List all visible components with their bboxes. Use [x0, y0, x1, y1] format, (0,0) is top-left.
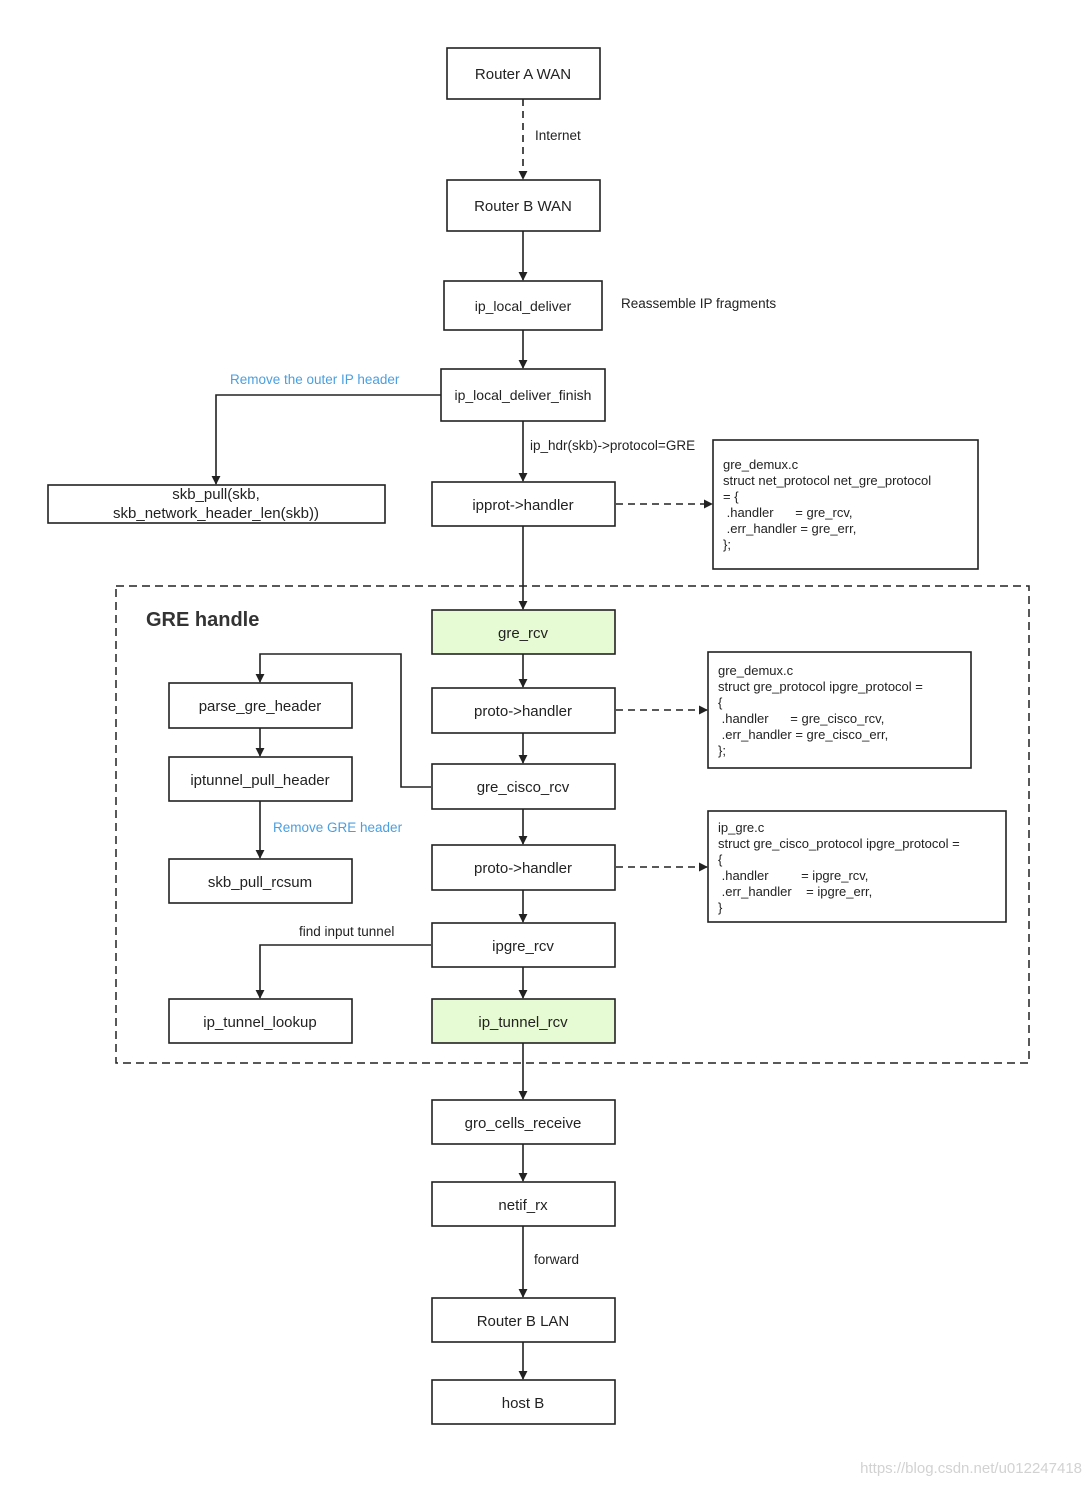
- svg-text:ip_tunnel_lookup: ip_tunnel_lookup: [203, 1014, 316, 1031]
- node-router-b-wan: Router B WAN: [446, 179, 601, 232]
- edge-label-protocol-gre: ip_hdr(skb)->protocol=GRE: [530, 438, 695, 453]
- svg-text:ipgre_rcv: ipgre_rcv: [492, 938, 554, 955]
- svg-text:{: {: [718, 695, 723, 710]
- node-proto-handler-2: proto->handler: [431, 844, 616, 891]
- svg-text:gre_demux.c: gre_demux.c: [718, 663, 794, 678]
- code-box-gre-cisco-protocol: ip_gre.c struct gre_cisco_protocol ipgre…: [707, 810, 1007, 923]
- code-box-net-gre-protocol: gre_demux.c struct net_protocol net_gre_…: [712, 439, 979, 570]
- gre-handle-title: GRE handle: [146, 609, 259, 631]
- svg-text:.err_handler = ipgre_err,: .err_handler = ipgre_err,: [718, 884, 872, 899]
- svg-text:= {: = {: [723, 489, 739, 504]
- node-ipprot-handler: ipprot->handler: [431, 481, 616, 527]
- svg-text:Router B WAN: Router B WAN: [474, 198, 572, 215]
- svg-text:struct net_protocol net_gre_pr: struct net_protocol net_gre_protocol: [723, 473, 931, 488]
- edge-label-remove-gre: Remove GRE header: [273, 820, 403, 835]
- svg-text:gro_cells_receive: gro_cells_receive: [465, 1115, 582, 1132]
- edge-finish-to-skb-pull: [211, 394, 441, 485]
- edge-label-find-tunnel: find input tunnel: [299, 924, 394, 939]
- node-parse-gre-header: parse_gre_header: [168, 682, 353, 729]
- svg-text:}: }: [718, 900, 723, 915]
- svg-text:skb_pull(skb,: skb_pull(skb,: [172, 486, 260, 503]
- node-iptunnel-pull-header: iptunnel_pull_header: [168, 756, 353, 802]
- svg-text:Router A WAN: Router A WAN: [475, 66, 571, 83]
- edge-ipgre-to-lookup: [255, 944, 431, 999]
- svg-text:proto->handler: proto->handler: [474, 860, 572, 877]
- node-skb-pull: skb_pull(skb, skb_network_header_len(skb…: [47, 484, 386, 524]
- svg-text:};: };: [718, 743, 726, 758]
- svg-text:ipprot->handler: ipprot->handler: [472, 497, 573, 514]
- code-box-ipgre-protocol: gre_demux.c struct gre_protocol ipgre_pr…: [707, 651, 972, 769]
- node-router-a-wan: Router A WAN: [446, 47, 601, 100]
- edge-label-forward: forward: [534, 1252, 579, 1267]
- svg-text:gre_cisco_rcv: gre_cisco_rcv: [477, 779, 570, 796]
- svg-text:ip_tunnel_rcv: ip_tunnel_rcv: [478, 1014, 568, 1031]
- svg-text:struct gre_protocol ipgre_prot: struct gre_protocol ipgre_protocol =: [718, 679, 923, 694]
- svg-text:{: {: [718, 852, 723, 867]
- svg-text:host B: host B: [502, 1395, 545, 1412]
- svg-text:proto->handler: proto->handler: [474, 703, 572, 720]
- node-netif-rx: netif_rx: [431, 1181, 616, 1227]
- node-ip-local-deliver: ip_local_deliver: [443, 280, 603, 331]
- node-ip-tunnel-rcv: ip_tunnel_rcv: [431, 998, 616, 1044]
- edges: [211, 99, 713, 1380]
- svg-text:Router B LAN: Router B LAN: [477, 1313, 570, 1330]
- svg-text:.handler = gre_rcv,: .handler = gre_rcv,: [723, 505, 852, 520]
- node-router-b-lan: Router B LAN: [431, 1297, 616, 1343]
- svg-text:ip_local_deliver: ip_local_deliver: [475, 298, 572, 314]
- svg-text:struct gre_cisco_protocol ipgr: struct gre_cisco_protocol ipgre_protocol…: [718, 836, 960, 851]
- node-ip-tunnel-lookup: ip_tunnel_lookup: [168, 998, 353, 1044]
- node-ipgre-rcv: ipgre_rcv: [431, 922, 616, 968]
- node-ip-local-deliver-finish: ip_local_deliver_finish: [440, 368, 606, 422]
- edge-label-remove-outer: Remove the outer IP header: [230, 372, 400, 387]
- node-gre-cisco-rcv: gre_cisco_rcv: [431, 763, 616, 810]
- svg-text:netif_rx: netif_rx: [498, 1197, 548, 1214]
- gre-handle-region: [115, 585, 1030, 1064]
- edge-label-internet: Internet: [535, 128, 581, 143]
- svg-text:ip_local_deliver_finish: ip_local_deliver_finish: [455, 387, 592, 403]
- svg-text:.err_handler = gre_err,: .err_handler = gre_err,: [723, 521, 856, 536]
- svg-text:.err_handler = gre_cisco_err,: .err_handler = gre_cisco_err,: [718, 727, 888, 742]
- svg-text:.handler = gre_cisco_rcv,: .handler = gre_cisco_rcv,: [718, 711, 884, 726]
- svg-text:parse_gre_header: parse_gre_header: [199, 698, 322, 715]
- svg-text:skb_network_header_len(skb)): skb_network_header_len(skb)): [113, 505, 319, 522]
- svg-text:gre_demux.c: gre_demux.c: [723, 457, 799, 472]
- node-proto-handler-1: proto->handler: [431, 687, 616, 734]
- node-host-b: host B: [431, 1379, 616, 1425]
- watermark: https://blog.csdn.net/u012247418: [860, 1460, 1082, 1477]
- svg-text:};: };: [723, 537, 731, 552]
- node-gre-rcv: gre_rcv: [431, 609, 616, 655]
- edge-label-reassemble: Reassemble IP fragments: [621, 296, 776, 311]
- svg-text:iptunnel_pull_header: iptunnel_pull_header: [190, 772, 329, 789]
- svg-text:skb_pull_rcsum: skb_pull_rcsum: [208, 874, 312, 891]
- svg-text:gre_rcv: gre_rcv: [498, 625, 549, 642]
- node-skb-pull-rcsum: skb_pull_rcsum: [168, 858, 353, 904]
- svg-text:.handler = ipgre_rcv,: .handler = ipgre_rcv,: [718, 868, 868, 883]
- svg-text:ip_gre.c: ip_gre.c: [718, 820, 765, 835]
- node-gro-cells-receive: gro_cells_receive: [431, 1099, 616, 1145]
- edge-cisco-to-parse: [255, 653, 431, 788]
